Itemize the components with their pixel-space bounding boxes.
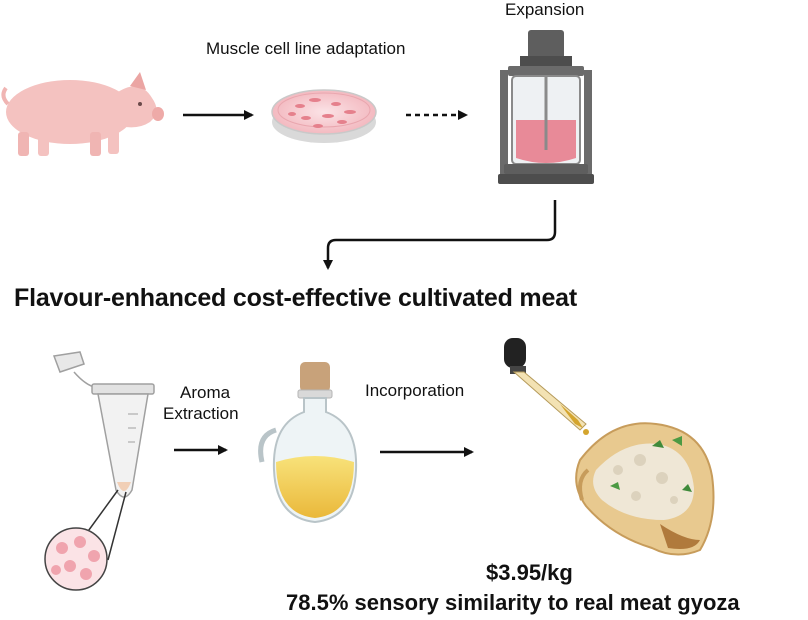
label-expansion: Expansion: [505, 0, 585, 19]
dropper-icon: [504, 338, 589, 435]
bioreactor-icon: [498, 30, 594, 184]
diagram-title: Flavour-enhanced cost-effective cultivat…: [14, 284, 577, 312]
price-label: $3.95/kg: [486, 560, 573, 585]
pig-icon: [1, 72, 164, 156]
similarity-label: 78.5% sensory similarity to real meat gy…: [286, 590, 740, 615]
label-extraction: Extraction: [163, 404, 239, 423]
label-incorporation: Incorporation: [365, 381, 465, 400]
gyoza-icon: [575, 422, 715, 556]
label-aroma: Aroma: [180, 383, 231, 402]
label-muscle-adaptation: Muscle cell line adaptation: [206, 39, 406, 58]
eppendorf-tube-icon: [44, 351, 155, 591]
petri-dish-icon: [271, 89, 377, 143]
arrow-bioreactor-to-title: [323, 200, 557, 270]
oil-jar-icon: [258, 362, 358, 524]
